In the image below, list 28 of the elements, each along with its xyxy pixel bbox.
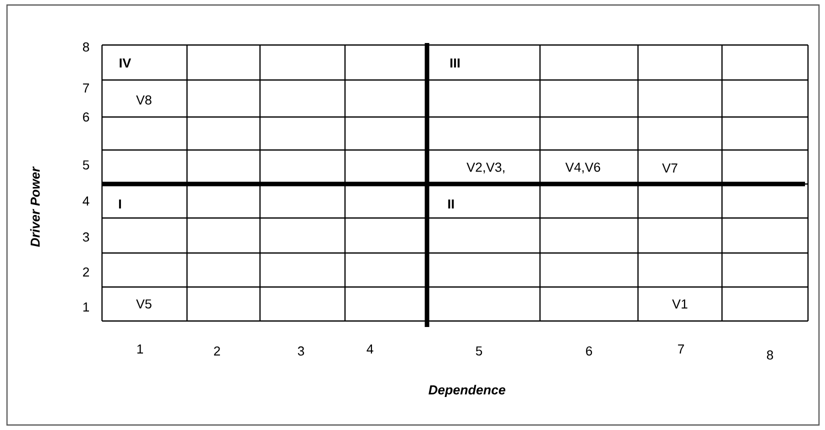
quadrant-label: III [450, 58, 460, 68]
cell-label: V2,V3, [466, 162, 504, 174]
axis-tick-label: 7 [678, 344, 684, 354]
axis-tick-label: 3 [82, 232, 90, 242]
axis-title: Dependence [428, 384, 506, 398]
axis-tick-label: 8 [82, 42, 90, 52]
axis-tick-label: 2 [214, 346, 220, 356]
axis-title: Driver Power [30, 166, 40, 247]
axis-tick-label: 5 [82, 160, 90, 170]
axis-tick-label: 8 [766, 350, 774, 360]
quadrant-label: I [119, 200, 121, 208]
quadrant-label: IV [120, 58, 132, 68]
quadrant-label: II [448, 200, 454, 208]
axis-tick-label: 2 [83, 267, 89, 277]
axis-tick-label: 1 [137, 344, 143, 354]
axis-tick-label: 6 [586, 346, 592, 356]
cell-label: V7 [662, 164, 678, 172]
axis-tick-label: 7 [83, 84, 89, 92]
cell-label: V1 [672, 300, 688, 308]
axis-tick-label: 4 [366, 344, 374, 354]
axis-tick-label: 4 [82, 196, 90, 206]
cell-label: V4,V6 [565, 162, 600, 174]
cell-label: V5 [136, 299, 152, 309]
axis-tick-label: 5 [476, 346, 482, 356]
axis-tick-label: 6 [83, 112, 90, 122]
axis-tick-label: 3 [298, 346, 304, 356]
cell-label: V8 [136, 95, 152, 105]
axis-tick-label: 1 [83, 302, 89, 312]
